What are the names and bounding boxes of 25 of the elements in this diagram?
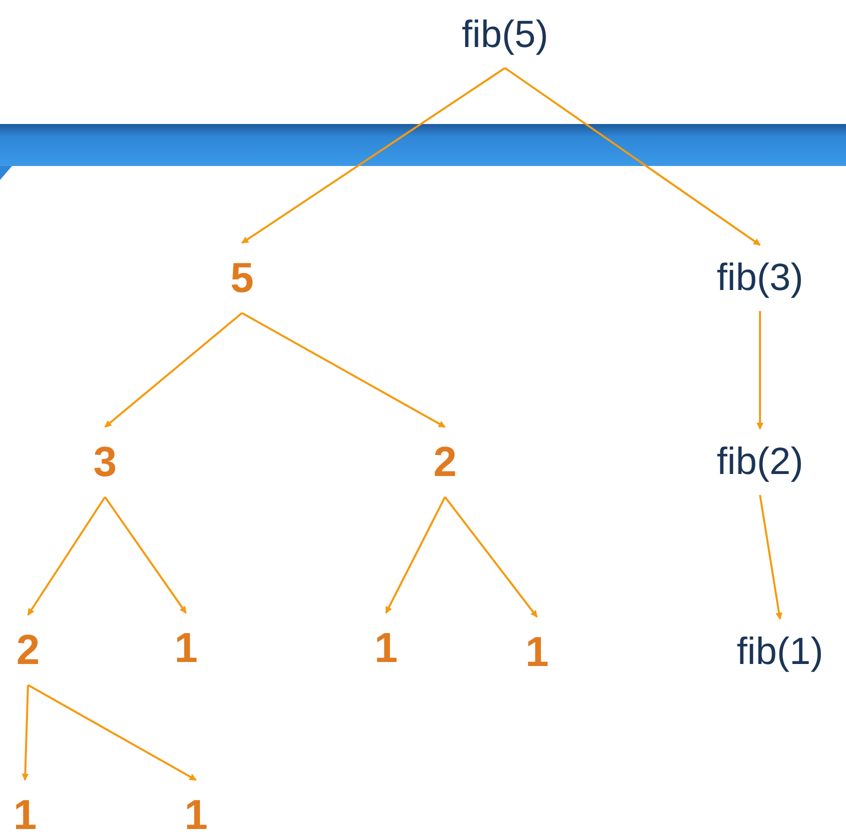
return-value: 2 (433, 438, 457, 485)
arrow (104, 312, 243, 428)
return-value: 5 (230, 254, 254, 301)
function-call-label: fib(1) (736, 631, 824, 673)
function-call-label: fib(2) (716, 441, 804, 483)
return-value: 1 (184, 791, 208, 838)
arrow (756, 311, 764, 430)
return-value: 1 (525, 628, 549, 675)
return-value: 1 (374, 624, 398, 671)
arrow (242, 312, 446, 428)
arrow (759, 494, 782, 620)
arrow (28, 684, 197, 781)
arrow (27, 496, 106, 616)
return-value: 1 (174, 624, 198, 671)
return-value: 3 (93, 438, 117, 485)
arrow (241, 67, 506, 244)
return-value: 1 (13, 791, 37, 838)
arrow (444, 496, 538, 618)
arrow (22, 684, 29, 781)
function-call-label: fib(5) (462, 14, 548, 56)
arrow (104, 496, 187, 614)
function-call-label: fib(3) (716, 257, 804, 299)
arrow (385, 496, 446, 614)
return-value: 2 (16, 626, 40, 673)
arrow (504, 67, 761, 246)
